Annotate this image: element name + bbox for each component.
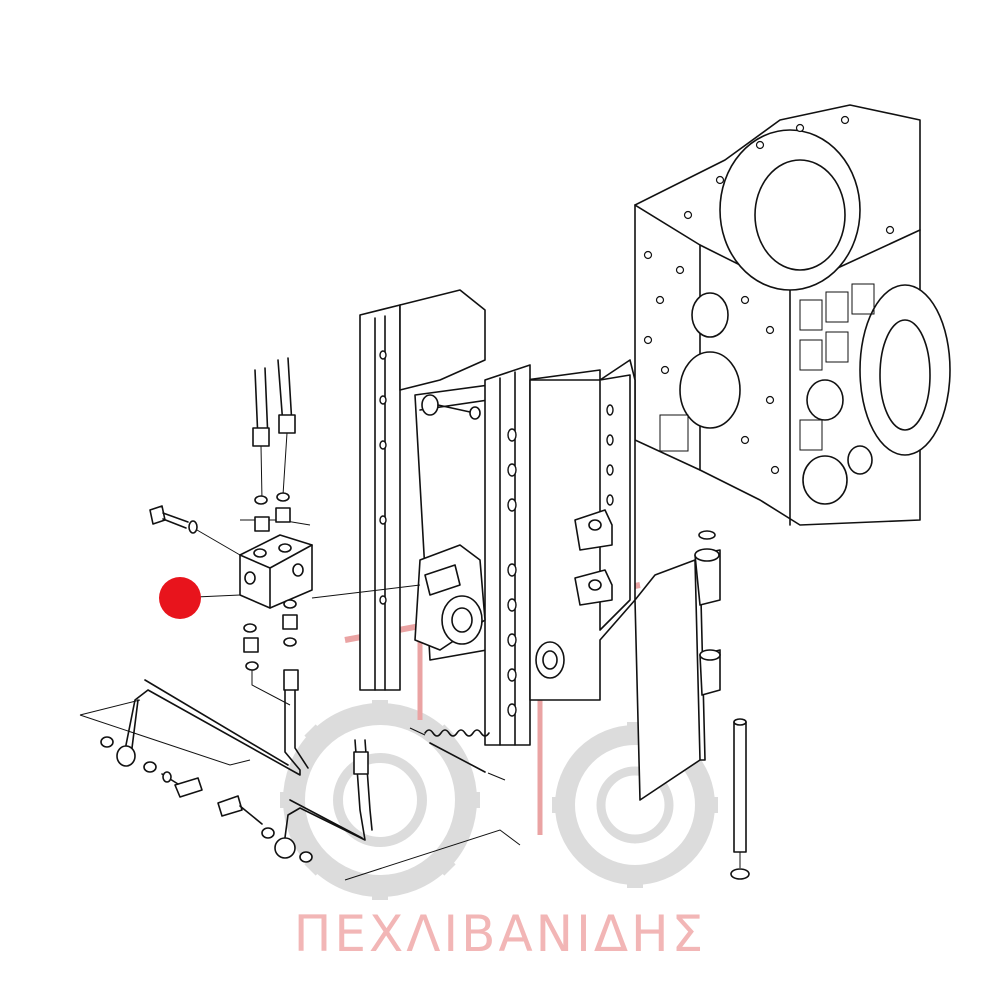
transmission-housing [634, 104, 951, 526]
valve-assembly [414, 394, 486, 651]
valve-block [239, 519, 421, 609]
lower-pipes [79, 679, 521, 881]
mounting-bolt [149, 505, 241, 556]
hitch-frame [359, 289, 636, 746]
spring [409, 727, 506, 781]
watermark-text: ΠΕΧΛΙΒΑΝΙΔΗΣ [293, 905, 707, 963]
lift-arm-plate [634, 530, 750, 880]
lower-fittings [243, 599, 299, 706]
upper-pipes [252, 357, 296, 532]
callout-marker [159, 577, 241, 619]
red-marker-dot [159, 577, 201, 619]
